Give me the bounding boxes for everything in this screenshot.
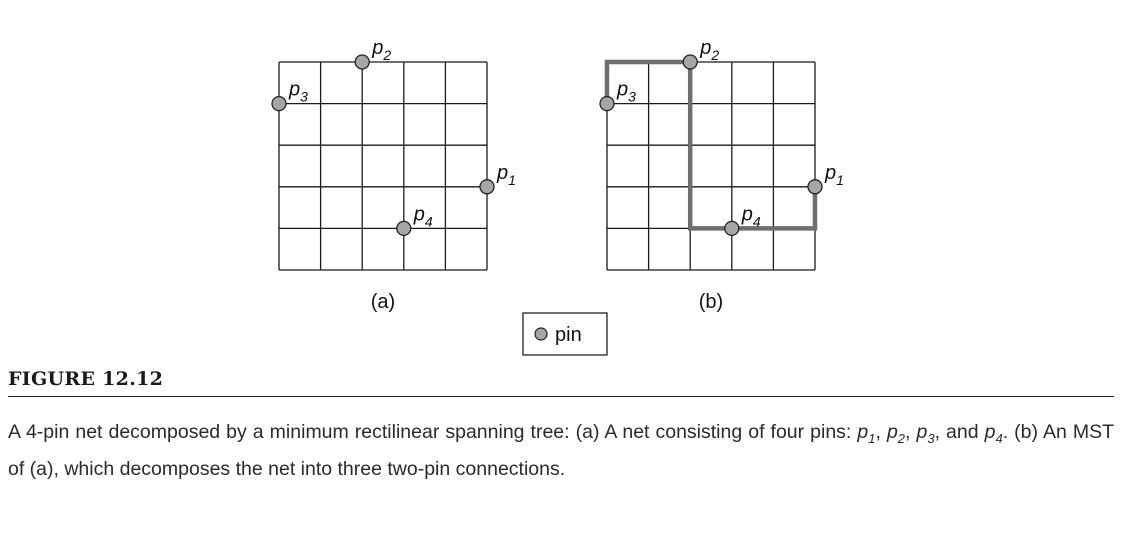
caption-text: , and (934, 421, 985, 443)
pin-1 (479, 179, 495, 195)
pin-label-1: p1 (496, 162, 516, 188)
panel-caption-b: (b) (699, 291, 723, 313)
caption-text: . (b) An MST of (a), which decomposes th… (8, 421, 1114, 480)
grid (606, 61, 816, 271)
figure-caption: A 4-pin net decomposed by a minimum rect… (8, 417, 1114, 484)
caption-pin-ref: p4 (984, 421, 1003, 446)
caption-text: , (905, 421, 917, 443)
pin-2 (682, 54, 698, 70)
legend-label: pin (555, 324, 582, 346)
legend-pin-icon (534, 327, 548, 341)
grid (278, 61, 488, 271)
caption-pin-ref: p2 (886, 421, 906, 446)
pin-label-3: p3 (616, 79, 636, 105)
pin-label-1: p1 (824, 162, 844, 188)
caption-text: , (875, 421, 887, 443)
pin-4 (724, 220, 740, 237)
panel-b: p1 p2 p3 p4 (b) (599, 37, 844, 313)
pin-label-4: p4 (741, 203, 761, 229)
panel-a: p1 p2 p3 p4 (a) (271, 37, 516, 313)
legend-box: pin (522, 312, 608, 356)
pin-label-4: p4 (413, 203, 433, 229)
pin-label-2: p2 (371, 37, 391, 63)
figure-diagram: p1 p2 p3 p4 (a) p1 p2 p3 p4 (b) pin (271, 37, 844, 356)
pin-label-3: p3 (288, 79, 308, 105)
pin-label-2: p2 (699, 37, 719, 63)
caption-text: A 4-pin net decomposed by a minimum rect… (8, 421, 858, 443)
mst-path (604, 59, 818, 231)
caption-pin-ref: p1 (857, 421, 876, 446)
pin-2 (354, 54, 370, 70)
caption-pin-ref: p3 (916, 421, 935, 446)
pin-4 (396, 220, 412, 237)
figure-label: FIGURE 12.12 (8, 368, 1114, 397)
pin-1 (807, 179, 823, 195)
pin-3 (599, 95, 615, 112)
pin-3 (271, 95, 287, 112)
panel-caption-a: (a) (371, 291, 395, 313)
